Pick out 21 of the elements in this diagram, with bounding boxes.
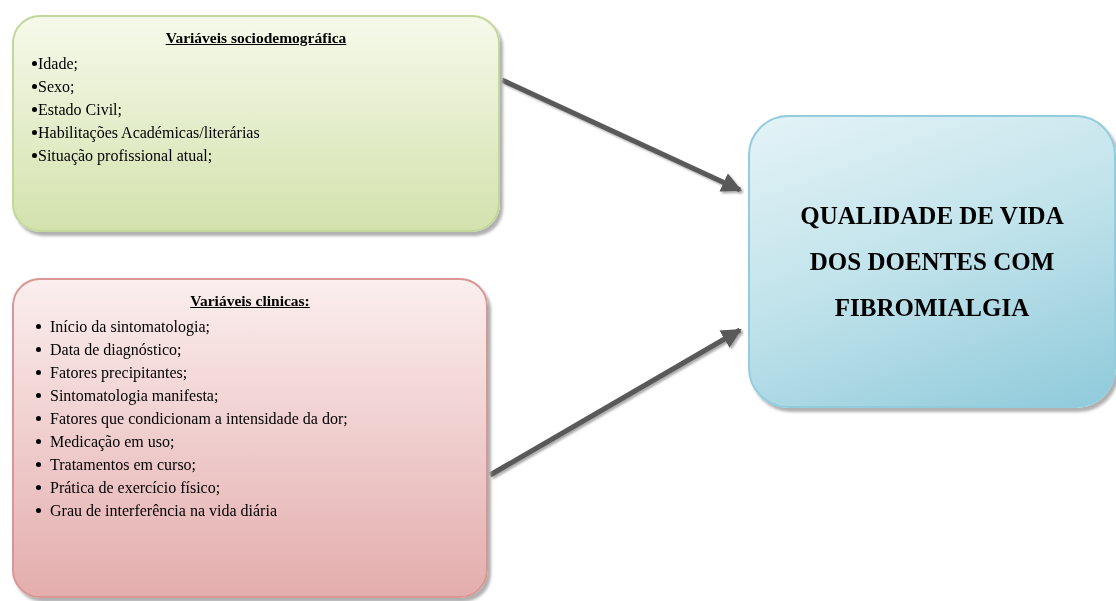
list-item: Prática de exercício físico;	[50, 478, 221, 498]
content-box	[12, 278, 488, 598]
list-item: Habilitações Académicas/literárias	[38, 123, 260, 144]
list-item: Tratamentos em curso;	[50, 455, 197, 475]
list-item: Grau de interferência na vida diária	[50, 501, 277, 521]
arrow	[500, 77, 742, 193]
list-item: Situação profissional atual;	[38, 146, 213, 167]
list-item: Data de diagnóstico;	[50, 340, 182, 361]
box-title: QUALIDADE DE VIDA DOS DOENTES COM FIBROMIALGIA	[799, 200, 1065, 323]
list-item: Sintomatologia manifesta;	[50, 386, 219, 407]
list-item: Idade;	[38, 54, 78, 74]
box-heading: Variáveis clinicas:	[189, 292, 311, 310]
list-item: Fatores que condicionam a intensidade da dor;	[50, 409, 348, 430]
list-item: Estado Civil;	[38, 100, 122, 120]
list-item: Medicação em uso;	[50, 432, 175, 453]
content-box	[12, 15, 500, 232]
list-item: Fatores precipitantes;	[50, 363, 188, 384]
content-box	[748, 115, 1116, 408]
list-item: Início da sintomatologia;	[50, 317, 210, 338]
list-item: Sexo;	[38, 77, 75, 97]
box-heading: Variáveis sociodemográfica	[164, 29, 348, 47]
